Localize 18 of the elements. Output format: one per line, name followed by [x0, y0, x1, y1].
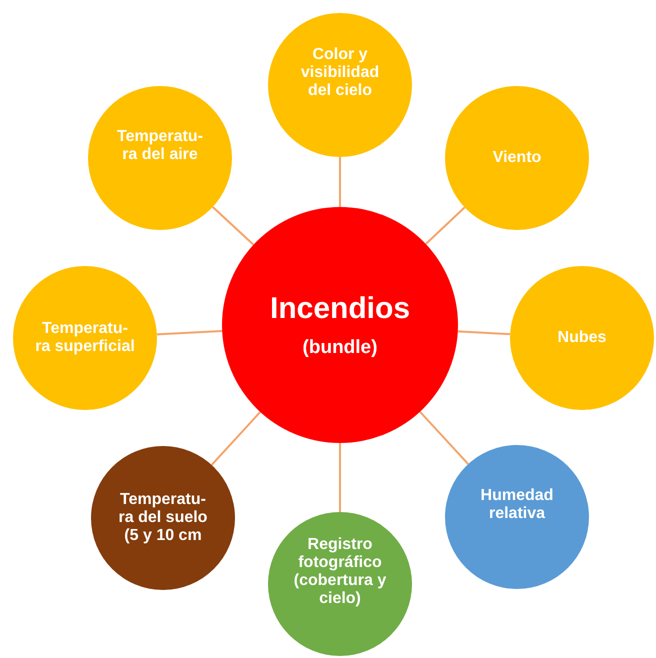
connector-line	[425, 206, 466, 245]
topic-label: Color y visibilidad del cielo	[300, 46, 380, 100]
topic-label: Humedad relativa	[480, 487, 554, 523]
topic-label: Temperatu- ra del aire	[116, 128, 204, 164]
topic-label: Temperatu- ra superficial	[35, 320, 135, 356]
connector-line	[339, 157, 341, 207]
connector-line	[458, 330, 510, 336]
topic-label: Viento	[492, 149, 542, 167]
connector-line	[339, 443, 341, 512]
connector-line	[419, 411, 469, 465]
topic-label: Nubes	[558, 329, 606, 347]
topic-label: Temperatu- ra del suelo (5 y 10 cm	[118, 491, 208, 545]
connector-line	[212, 206, 254, 246]
connector-line	[156, 330, 222, 336]
topic-title: Incendios	[270, 291, 410, 327]
topic-subtitle: (bundle)	[302, 337, 378, 359]
connector-line	[210, 411, 261, 466]
topic-label: Registro fotográfico (cobertura y cielo)	[292, 536, 388, 608]
